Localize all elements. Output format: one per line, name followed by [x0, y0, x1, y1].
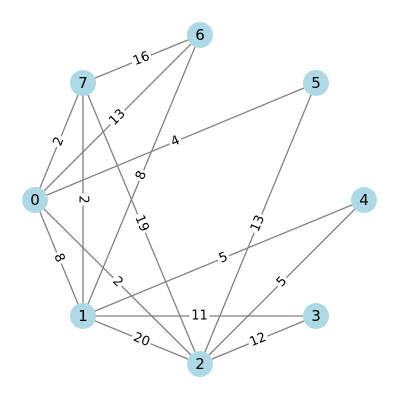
node-circle [187, 22, 213, 48]
node-label: 0 [30, 191, 40, 209]
node-1: 1 [70, 303, 96, 329]
edge-weight-background [130, 211, 153, 236]
edge-weight-background [214, 248, 233, 268]
node-3: 3 [303, 303, 329, 329]
node-circle [303, 303, 329, 329]
edge-weight-1-3: 11 [189, 308, 210, 324]
edge-weight-4-1: 5 [214, 248, 233, 268]
edge-weight-label: 11 [191, 309, 208, 324]
edge-weight-background [75, 193, 91, 206]
node-7: 7 [70, 70, 96, 96]
edge-weight-background [49, 249, 69, 267]
node-label: 4 [359, 191, 369, 209]
edge-weight-background [129, 47, 154, 71]
node-label: 7 [78, 74, 88, 92]
node-circle [70, 70, 96, 96]
edge-weight-4-2: 5 [272, 272, 292, 292]
edge-weight-label: 16 [131, 49, 152, 69]
edge-weight-background [107, 272, 128, 292]
edge-weight-background [272, 272, 292, 292]
node-4: 4 [351, 187, 377, 213]
node-circle [351, 187, 377, 213]
node-label: 1 [78, 307, 88, 325]
edge-weight-0-2: 2 [107, 272, 128, 292]
edge-weight-background [104, 104, 131, 131]
edge-weight-7-6: 16 [129, 47, 154, 71]
edge-weight-background [49, 132, 69, 151]
node-circle [303, 70, 329, 96]
node-label: 2 [195, 355, 205, 373]
edge-weight-7-0: 2 [49, 132, 69, 151]
edge-weight-0-1: 8 [49, 249, 69, 267]
edge-weight-7-1: 2 [75, 193, 91, 206]
node-2: 2 [187, 351, 213, 377]
edge-weight-label: 13 [248, 213, 268, 234]
edge-weight-1-2: 20 [129, 328, 154, 352]
node-circle [187, 351, 213, 377]
edge-weight-background [131, 166, 152, 185]
edge-weight-background [129, 328, 154, 352]
edge-weight-label: 20 [131, 330, 152, 350]
node-5: 5 [303, 70, 329, 96]
edge-weight-3-2: 12 [245, 328, 271, 352]
edge-weight-5-2: 13 [246, 211, 270, 236]
edge-weight-label: 19 [131, 213, 151, 234]
node-circle [70, 303, 96, 329]
edge-weight-background [245, 328, 271, 352]
edge-weight-background [166, 131, 185, 152]
edge-weight-background [189, 308, 210, 324]
node-6: 6 [187, 22, 213, 48]
edge-weight-label: 12 [247, 330, 268, 350]
edge-weight-7-2: 19 [130, 211, 153, 236]
node-label: 5 [311, 74, 321, 92]
edge-weight-label: 2 [76, 195, 91, 203]
edge-weight-background [246, 211, 270, 236]
edge-weight-6-0: 13 [104, 104, 131, 131]
node-label: 6 [195, 26, 205, 44]
node-0: 0 [22, 187, 48, 213]
edge-weight-6-1: 8 [131, 166, 152, 185]
edge-weight-5-0: 4 [166, 131, 185, 152]
node-label: 3 [311, 307, 321, 325]
node-circle [22, 187, 48, 213]
